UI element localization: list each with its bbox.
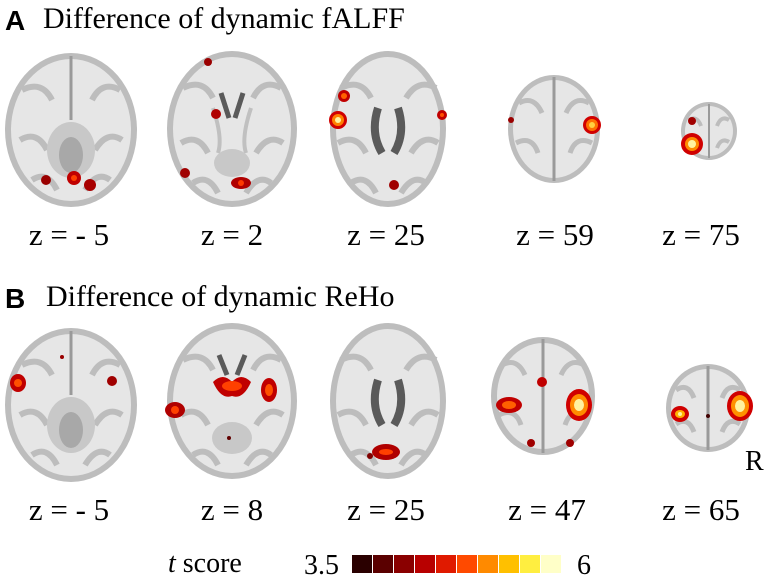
z-label: z = 65 [662, 492, 740, 527]
colorbar-swatch [478, 555, 498, 573]
brain-slice-image [5, 328, 137, 482]
z-label: z = 8 [200, 492, 264, 527]
orientation-label-right: R [745, 446, 764, 477]
brain-slice-image [491, 337, 595, 455]
colorbar-swatch [373, 555, 393, 573]
z-label: z = 47 [508, 492, 586, 527]
slice-a-2 [167, 51, 297, 207]
z-label: z = 75 [662, 217, 740, 252]
activation-clusters [180, 58, 251, 189]
activation-clusters [10, 355, 117, 392]
brain-slice-image [330, 51, 446, 207]
activation-clusters [367, 444, 400, 460]
activation-clusters [165, 377, 277, 440]
colorbar-swatch [394, 555, 414, 573]
slice-b-4 [491, 337, 595, 455]
brain-slice-image [508, 75, 600, 183]
colorbar-swatch [541, 555, 561, 573]
brain-slice-image [5, 53, 137, 207]
panel-a-title: Difference of dynamic fALFF [43, 2, 405, 35]
slice-b-5 [666, 364, 753, 452]
z-label: z = 25 [347, 492, 425, 527]
activation-clusters [41, 171, 96, 191]
z-label: z = 25 [347, 217, 425, 252]
brain-slice-image [167, 51, 297, 207]
colorbar-swatch [352, 555, 372, 573]
colorbar-swatch [520, 555, 540, 573]
activation-clusters [496, 377, 592, 447]
slice-b-3 [330, 323, 446, 479]
slice-a-5 [681, 102, 737, 160]
colorbar-min-label: 3.5 [304, 550, 339, 581]
slice-a-3 [329, 51, 447, 207]
panel-a-letter: A [5, 5, 26, 36]
z-label: z = 59 [516, 217, 594, 252]
z-label: z = - 5 [28, 492, 110, 527]
colorbar-swatch [415, 555, 435, 573]
brain-slice-image [330, 323, 446, 479]
colorbar-swatch [436, 555, 456, 573]
activation-clusters [681, 117, 703, 155]
activation-clusters [508, 116, 601, 134]
brain-slice-image [666, 364, 750, 452]
brain-slice-image [167, 323, 297, 479]
colorbar-label-italic: t [168, 548, 176, 579]
slice-b-1 [5, 328, 137, 482]
slice-a-1 [5, 53, 137, 207]
activation-clusters [329, 90, 447, 190]
slice-a-4 [508, 75, 601, 183]
z-label: z = - 5 [28, 217, 110, 252]
activation-clusters [671, 391, 753, 422]
colorbar-swatch [499, 555, 519, 573]
panel-b-letter: B [5, 283, 26, 314]
slice-b-2 [165, 323, 297, 479]
colorbar-label-text: score [182, 548, 242, 579]
colorbar-label: t score [168, 550, 242, 578]
colorbar-max-label: 6 [577, 550, 591, 581]
z-label: z = 2 [200, 217, 264, 252]
colorbar-swatch [457, 555, 477, 573]
panel-b-title: Difference of dynamic ReHo [46, 280, 395, 313]
